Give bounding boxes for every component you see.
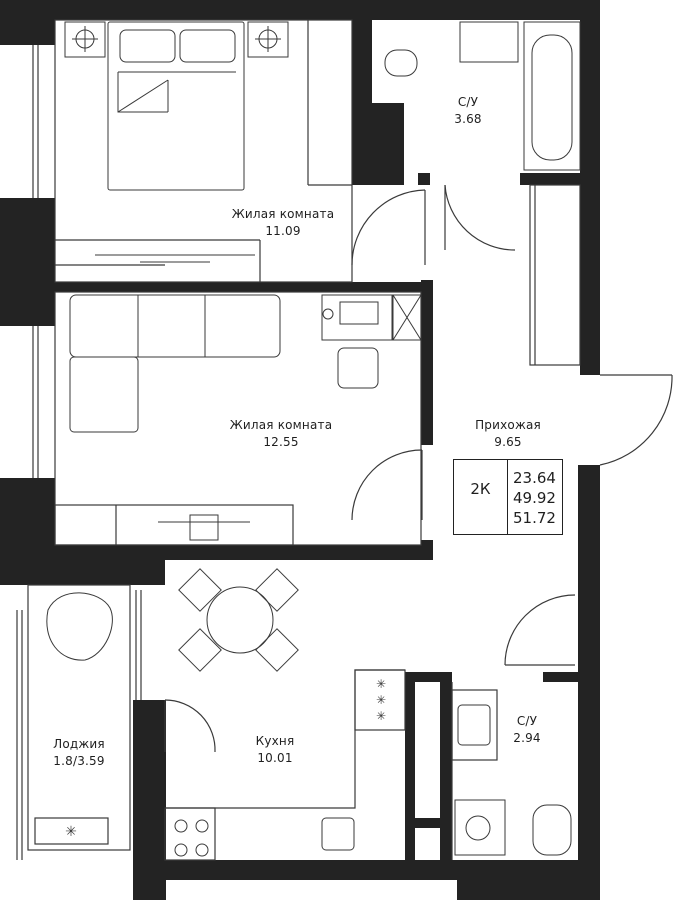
room-name: С/У bbox=[516, 714, 538, 728]
room-area: 2.94 bbox=[513, 731, 541, 745]
room-name: Прихожая bbox=[475, 418, 541, 432]
svg-text:✳: ✳ bbox=[65, 824, 77, 840]
total-with-loggia: 51.72 bbox=[513, 509, 556, 527]
room-label-bedroom: Жилая комната 11.09 bbox=[232, 206, 335, 240]
room-label-bathroom-1: С/У 3.68 bbox=[454, 94, 482, 128]
dining-table bbox=[206, 586, 274, 654]
room-name: Лоджия bbox=[53, 737, 105, 751]
svg-text:✳: ✳ bbox=[376, 677, 386, 691]
washing-machine bbox=[454, 799, 506, 856]
room-label-kitchen: Кухня 10.01 bbox=[256, 733, 295, 767]
room-label-bathroom-2: С/У 2.94 bbox=[513, 713, 541, 747]
doors bbox=[164, 184, 673, 753]
room-area: 1.8/3.59 bbox=[53, 754, 105, 768]
room-area: 12.55 bbox=[263, 435, 299, 449]
toilet-2 bbox=[532, 804, 572, 856]
living-area: 23.64 bbox=[513, 469, 556, 487]
bed bbox=[107, 21, 245, 191]
svg-text:✳: ✳ bbox=[376, 709, 386, 723]
furniture: ✳ ✳ ✳ ✳ bbox=[46, 21, 581, 857]
room-label-loggia: Лоджия 1.8/3.59 bbox=[53, 736, 105, 770]
area-summary: 2К 23.64 49.92 51.72 bbox=[453, 459, 563, 535]
svg-text:✳: ✳ bbox=[376, 693, 386, 707]
room-area: 10.01 bbox=[257, 751, 293, 765]
desk-chair bbox=[337, 347, 379, 389]
room-name: Жилая комната bbox=[229, 418, 333, 432]
sofa bbox=[69, 294, 281, 358]
room-label-living-room: Жилая комната 12.55 bbox=[230, 417, 333, 451]
room-area: 11.09 bbox=[265, 224, 301, 238]
desk bbox=[321, 294, 393, 341]
total-area: 49.92 bbox=[513, 489, 556, 507]
room-label-hallway: Прихожая 9.65 bbox=[475, 417, 541, 451]
summary-divider bbox=[507, 460, 508, 534]
room-area: 9.65 bbox=[494, 435, 522, 449]
apartment-type: 2К bbox=[470, 480, 491, 498]
room-area: 3.68 bbox=[454, 112, 482, 126]
toilet bbox=[384, 49, 418, 77]
walls bbox=[0, 0, 600, 900]
room-name: Жилая комната bbox=[231, 207, 335, 221]
area-values: 23.64 49.92 51.72 bbox=[507, 468, 562, 528]
thin-walls bbox=[16, 19, 581, 861]
room-name: С/У bbox=[457, 95, 479, 109]
bathtub bbox=[523, 21, 581, 171]
armchair bbox=[46, 592, 113, 661]
room-name: Кухня bbox=[255, 734, 295, 748]
